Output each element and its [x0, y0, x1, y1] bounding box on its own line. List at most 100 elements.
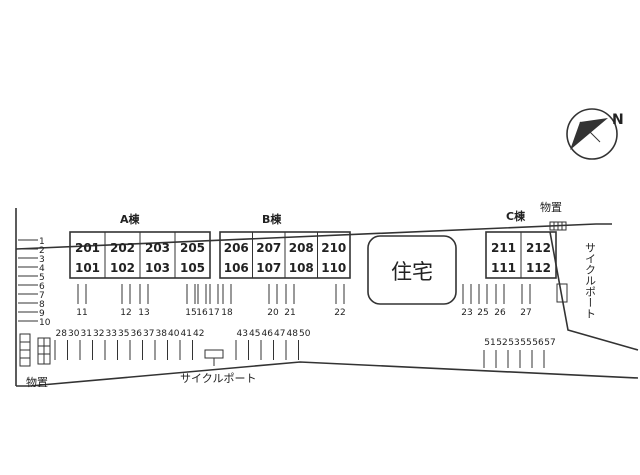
parking-space: 41 — [179, 329, 192, 360]
unit-number-lower: 110 — [321, 261, 346, 275]
parking-space-number: 10 — [39, 318, 51, 328]
parking-space-number: 41 — [181, 329, 192, 339]
parking-space: 16 — [196, 284, 208, 318]
storage-top-right: 物置 — [540, 200, 567, 231]
parking-space: 1 — [18, 237, 45, 247]
storage-bottom-left: 物置 — [19, 333, 51, 389]
parking-space-number: 50 — [299, 329, 311, 339]
parking-space: 36 — [129, 329, 142, 360]
parking-space-number: 33 — [106, 329, 117, 339]
unit-number-lower: 111 — [491, 261, 516, 275]
parking-space-number: 51 — [484, 338, 495, 348]
parking-space: 4 — [18, 264, 45, 274]
storage-label-bottom: 物置 — [26, 375, 48, 389]
unit-number-lower: 103 — [145, 261, 170, 275]
parking-space: 13 — [138, 284, 150, 318]
cycle-port-label-bottom: サイクルポート — [180, 372, 256, 385]
parking-space-number: 43 — [237, 329, 248, 339]
parking-space-number: 4 — [39, 264, 45, 274]
site-boundary — [15, 208, 639, 387]
parking-space: 20 — [267, 284, 279, 318]
parking-space: 56 — [531, 338, 544, 368]
parking-space-number: 6 — [39, 282, 45, 292]
parking-space: 38 — [154, 329, 167, 360]
parking-space: 43 — [235, 329, 248, 360]
parking-space-number: 26 — [494, 308, 506, 318]
parking-space: 45 — [248, 329, 260, 360]
parking-space: 17 — [208, 284, 220, 318]
parking-space-number: 1 — [39, 237, 45, 247]
parking-space: 15 — [185, 284, 197, 318]
parking-space-number: 47 — [274, 329, 285, 339]
parking-space: 21 — [284, 284, 296, 318]
unit-number-lower: 102 — [110, 261, 135, 275]
parking-space: 9 — [18, 309, 45, 319]
parking-space: 48 — [285, 329, 299, 360]
unit-number-upper: 201 — [75, 241, 100, 255]
parking-space: 22 — [334, 284, 346, 318]
parking-space: 18 — [221, 284, 233, 318]
building-b-label: B棟 — [262, 212, 282, 226]
parking-space-number: 8 — [39, 300, 45, 310]
parking-space: 27 — [520, 284, 532, 318]
building-a-label: A棟 — [120, 212, 141, 226]
cycle-port-bottom: サイクルポート — [180, 349, 256, 385]
unit-number-upper: 212 — [526, 241, 551, 255]
storage-label-top: 物置 — [540, 200, 562, 214]
parking-space-number: 3 — [39, 255, 45, 265]
parking-space-number: 32 — [93, 329, 104, 339]
parking-space-number: 42 — [193, 329, 204, 339]
parking-space-number: 55 — [520, 338, 531, 348]
parking-space: 33 — [104, 329, 117, 360]
parking-space-number: 2 — [39, 246, 45, 256]
parking-space: 11 — [76, 284, 88, 318]
parking-space-number: 23 — [461, 308, 472, 318]
unit-number-upper: 206 — [224, 241, 249, 255]
parking-space-number: 18 — [221, 308, 233, 318]
compass-north-label: N — [612, 112, 624, 128]
parking-space-number: 46 — [262, 329, 274, 339]
housing-block: 住宅 — [367, 235, 457, 305]
unit-number-lower: 101 — [75, 261, 100, 275]
parking-space: 51 — [483, 338, 496, 368]
parking-space: 31 — [79, 329, 92, 360]
parking-space: 8 — [18, 300, 45, 310]
parking-space-number: 48 — [287, 329, 299, 339]
parking-space-number: 56 — [532, 338, 544, 348]
unit-number-upper: 210 — [321, 241, 346, 255]
parking-space-number: 45 — [249, 329, 260, 339]
parking-space: 10 — [18, 318, 51, 328]
parking-space: 28 — [54, 329, 67, 360]
parking-space-number: 40 — [168, 329, 180, 339]
parking-space-number: 35 — [118, 329, 129, 339]
parking-space: 37 — [142, 329, 154, 360]
parking-space: 3 — [18, 255, 45, 265]
unit-number-lower: 105 — [180, 261, 205, 275]
parking-space-number: 22 — [334, 308, 345, 318]
cycle-port-right: サイクルポート — [556, 242, 597, 319]
compass-icon: N — [566, 108, 624, 160]
unit-number-lower: 108 — [289, 261, 314, 275]
unit-number-lower: 106 — [224, 261, 249, 275]
parking-space-number: 20 — [267, 308, 279, 318]
parking-space-number: 5 — [39, 273, 45, 283]
parking-space: 40 — [167, 329, 180, 360]
parking-space: 42 — [192, 329, 204, 360]
parking-space-number: 13 — [138, 308, 149, 318]
parking-space: 57 — [543, 338, 556, 368]
parking-space: 53 — [507, 338, 520, 368]
parking-space-number: 30 — [68, 329, 80, 339]
parking-space: 25 — [477, 284, 489, 318]
parking-space-number: 31 — [81, 329, 92, 339]
parking-space: 55 — [519, 338, 532, 368]
